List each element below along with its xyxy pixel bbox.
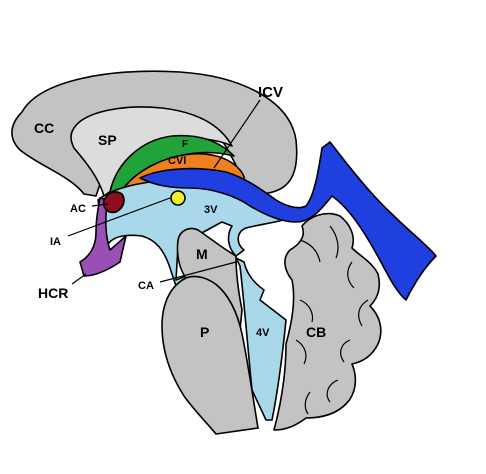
label-ac: AC	[70, 203, 86, 215]
label-hcr: HCR	[38, 285, 68, 301]
label-cvi: CVI	[168, 155, 186, 167]
ia-leader-line	[67, 197, 171, 237]
label-m: M	[196, 246, 208, 262]
label-cb: CB	[306, 324, 326, 340]
label-cc: CC	[34, 120, 54, 136]
icv-leader-line	[213, 99, 261, 169]
label-4v: 4V	[256, 327, 270, 339]
cerebellum-region	[273, 212, 382, 431]
label-sp: SP	[98, 132, 117, 148]
label-ia: IA	[50, 236, 61, 248]
pons-region	[161, 275, 259, 435]
ac-leader-line	[91, 203, 109, 207]
label-p: P	[200, 324, 209, 340]
label-ca: CA	[138, 280, 154, 292]
label-3v: 3V	[204, 204, 218, 216]
ca-leader-line	[159, 261, 237, 283]
cerebellar-folia	[295, 225, 369, 415]
hcr-leader-line	[71, 273, 87, 285]
label-f: F	[182, 139, 188, 150]
label-icv: ICV	[258, 84, 283, 101]
internal-cerebral-vein	[139, 141, 437, 301]
anterior-commissure	[102, 191, 125, 214]
interthalamic-adhesion	[170, 190, 186, 206]
